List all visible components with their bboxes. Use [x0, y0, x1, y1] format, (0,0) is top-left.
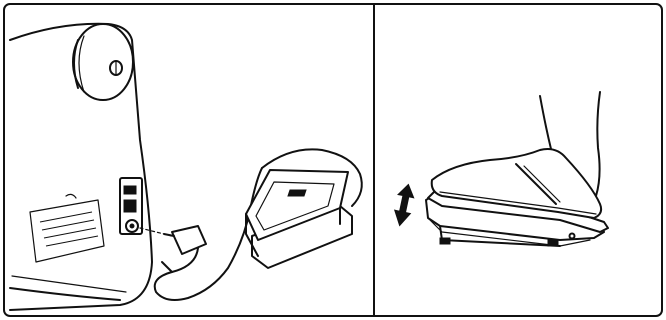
up-down-arrow-icon [392, 183, 416, 227]
pedal-plug [172, 226, 206, 254]
panel-operate-pedal [392, 92, 608, 246]
machine-nameplate [30, 194, 104, 262]
foot-controller-pedal [246, 170, 352, 268]
power-switch [124, 186, 136, 194]
panel-connect-pedal [10, 24, 362, 310]
pedal-foot-front [440, 238, 450, 244]
sewing-machine-body [10, 24, 152, 310]
handwheel [73, 24, 133, 100]
power-socket-panel [120, 178, 142, 234]
pedal-foot-rear [548, 240, 558, 246]
power-socket [124, 200, 136, 212]
